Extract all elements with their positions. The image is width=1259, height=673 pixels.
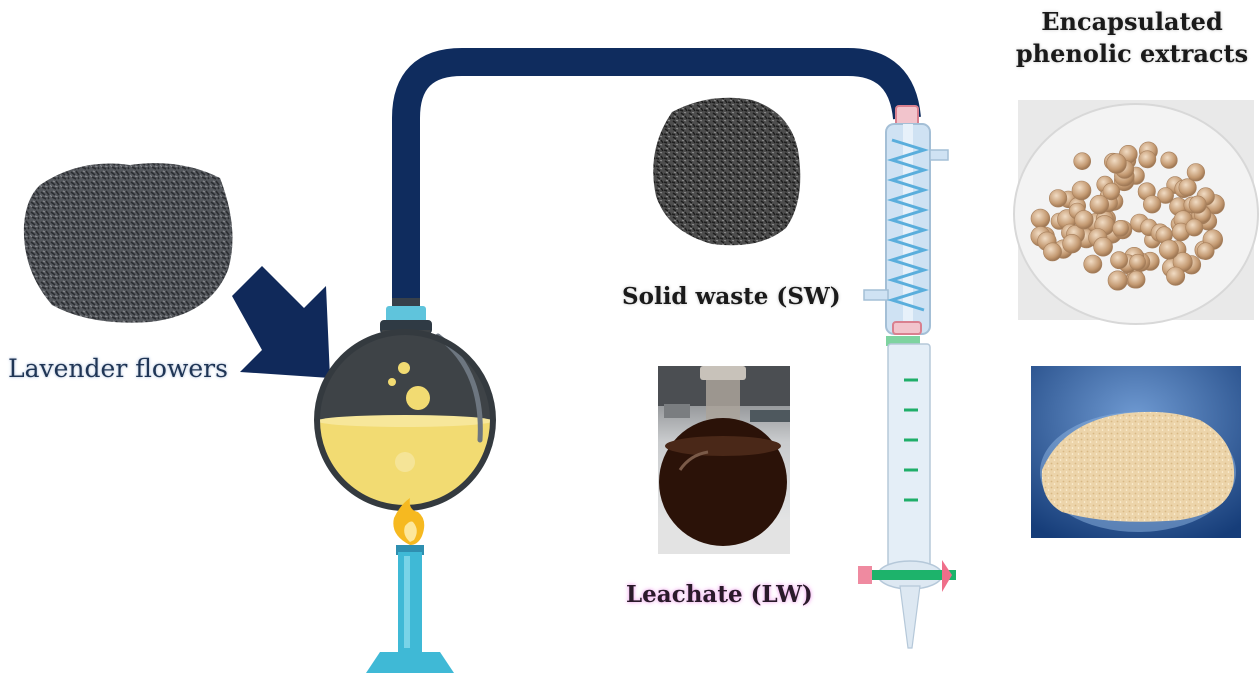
bead — [1158, 239, 1179, 260]
bead — [1083, 254, 1103, 274]
bead — [1157, 187, 1174, 204]
bead — [1110, 251, 1129, 270]
arrow-icon — [232, 266, 330, 378]
bead — [1106, 153, 1127, 174]
bead — [1048, 189, 1068, 208]
flame-icon — [393, 498, 425, 545]
lavender-pile-image — [23, 163, 233, 323]
bead — [1112, 219, 1130, 237]
powder-photo — [1031, 366, 1241, 538]
bead — [1196, 242, 1215, 260]
bead — [1127, 270, 1146, 289]
bead — [1138, 150, 1157, 169]
round-bottom-flask-icon — [314, 298, 496, 511]
burner-icon — [366, 545, 454, 673]
bead — [1089, 194, 1110, 215]
leachate-flask-photo — [658, 366, 790, 554]
bead — [1093, 236, 1113, 257]
condenser-icon — [863, 105, 949, 335]
bead — [1188, 195, 1207, 214]
bead — [1142, 195, 1162, 214]
bead — [1074, 210, 1094, 230]
bead — [1043, 242, 1062, 262]
bead — [1178, 178, 1197, 197]
lavender-flowers-label: Lavender flowers — [8, 354, 228, 383]
bead — [1160, 151, 1178, 169]
connecting-tube — [392, 48, 921, 300]
bead — [1129, 253, 1147, 271]
bead — [1186, 163, 1205, 182]
encapsulated-label-line1: Encapsulated — [1041, 7, 1223, 36]
encapsulated-label-line2: phenolic extracts — [1015, 39, 1249, 68]
bead — [1030, 208, 1051, 229]
bead — [1102, 182, 1121, 201]
bead — [1185, 218, 1204, 237]
bead — [1071, 180, 1092, 201]
leachate-label: Leachate (LW) — [626, 581, 813, 608]
bead — [1107, 270, 1128, 291]
solid-waste-image — [653, 97, 801, 246]
bead — [1062, 234, 1082, 254]
beads-photo — [1013, 100, 1259, 325]
bead — [1166, 266, 1186, 286]
solid-waste-label: Solid waste (SW) — [622, 283, 841, 310]
burette-icon — [858, 336, 956, 649]
bead — [1073, 152, 1091, 170]
encapsulated-extracts-label: Encapsulated phenolic extracts — [1012, 6, 1252, 70]
